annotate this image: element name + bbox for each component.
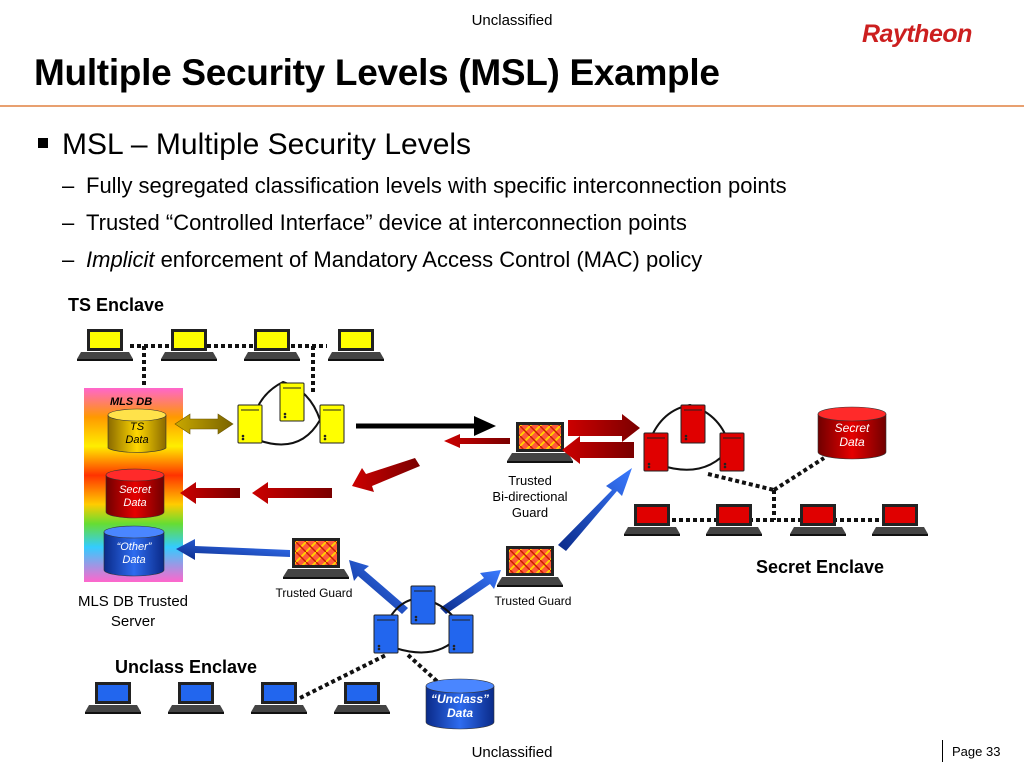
other-data-label: “Other” <box>117 541 153 553</box>
sub-bullet-2-text: Trusted “Controlled Interface” device at… <box>86 210 687 235</box>
secret-laptop <box>790 504 846 536</box>
secret-to-guard-arrow <box>562 436 634 464</box>
secret-data-label: Secret <box>119 484 152 496</box>
trusted-guard-left-label: Trusted Guard <box>276 586 353 600</box>
unclass-enclave-label: Unclass Enclave <box>115 657 257 677</box>
unclass-server-icon <box>373 614 399 654</box>
secret-enclave-data-label: Data <box>839 435 865 449</box>
ts-data-label: Data <box>125 434 148 446</box>
unclass-data-cylinder: “Unclass” Data <box>425 678 495 730</box>
ts-server-icon <box>319 404 345 444</box>
secret-data-cylinder: Secret Data <box>105 468 165 519</box>
unclass-data-label: Data <box>447 706 473 720</box>
unclass-network-links <box>299 653 442 700</box>
dash-bullet-icon: – <box>62 173 75 198</box>
guard-bi-label: Guard <box>512 505 548 520</box>
trusted-bidirectional-guard-laptop <box>507 422 573 463</box>
ts-laptop <box>244 329 300 361</box>
secret-inbound-arrow <box>252 482 332 504</box>
trusted-guard-right-label: Trusted Guard <box>495 594 572 608</box>
msl-diagram: MLS DB TS Data Secret Data “Other” Data … <box>68 295 928 730</box>
sub-bullet-1: –Fully segregated classification levels … <box>62 173 787 199</box>
ts-db-double-arrow <box>174 413 234 435</box>
unclass-laptop <box>85 682 141 714</box>
ts-data-cylinder: TS Data <box>107 408 167 453</box>
unclass-laptop <box>168 682 224 714</box>
classification-banner-top: Unclassified <box>471 12 553 29</box>
sub-bullet-3: –Implicit enforcement of Mandatory Acces… <box>62 247 702 273</box>
other-data-label: Data <box>122 554 145 566</box>
guard-to-secret-db-arrow <box>444 434 510 448</box>
ts-data-label: TS <box>130 421 145 433</box>
guard-to-db-arrow <box>352 458 420 492</box>
bullet-main: MSL – Multiple Security Levels <box>38 128 471 162</box>
secret-enclave-label: Secret Enclave <box>756 557 884 577</box>
ts-server-icon <box>237 404 263 444</box>
secret-to-db-arrow <box>180 482 240 504</box>
unclass-to-db-arrow <box>176 539 290 560</box>
dash-bullet-icon: – <box>62 210 75 235</box>
unclass-data-label: “Unclass” <box>431 692 489 706</box>
secret-laptop <box>872 504 928 536</box>
secret-enclave-data-cylinder: Secret Data <box>817 406 887 460</box>
secret-server-icon <box>680 404 706 444</box>
sub-bullet-1-text: Fully segregated classification levels w… <box>86 173 787 198</box>
secret-data-label: Data <box>123 497 146 509</box>
ts-laptop <box>328 329 384 361</box>
guard-bi-label: Bi-directional <box>492 489 567 504</box>
mls-db-label: MLS DB <box>110 396 152 408</box>
bullet-main-text: MSL – Multiple Security Levels <box>62 128 472 161</box>
raytheon-logo: Raytheon <box>862 20 972 48</box>
secret-enclave-data-label: Secret <box>835 421 870 435</box>
unclass-server-icon <box>448 614 474 654</box>
unclass-to-guard-right-arrow <box>440 570 501 614</box>
guard-bi-label: Trusted <box>508 473 552 488</box>
mls-server-label: MLS DB Trusted <box>78 593 188 610</box>
square-bullet-icon <box>38 138 48 149</box>
mls-server-label: Server <box>111 613 155 630</box>
secret-laptop <box>624 504 680 536</box>
guard-to-secret-arrow <box>568 414 640 442</box>
secret-server-icon <box>719 432 745 472</box>
secret-server-icon <box>643 432 669 472</box>
sub-bullet-3-emphasis: Implicit <box>86 247 155 272</box>
unclass-laptop <box>251 682 307 714</box>
ts-laptop <box>77 329 133 361</box>
ts-laptop <box>161 329 217 361</box>
secret-server-ring <box>643 403 745 472</box>
ts-enclave-label: TS Enclave <box>68 295 164 315</box>
trusted-guard-laptop-right <box>497 546 563 587</box>
trusted-guard-laptop-left <box>283 538 349 579</box>
secret-laptop <box>706 504 762 536</box>
slide-title: Multiple Security Levels (MSL) Example <box>34 52 720 93</box>
sub-bullet-2: –Trusted “Controlled Interface” device a… <box>62 210 687 236</box>
secret-network-links <box>665 456 880 522</box>
page-separator <box>942 740 943 762</box>
ts-server-ring <box>237 380 345 446</box>
ts-server-icon <box>279 382 305 422</box>
dash-bullet-icon: – <box>62 247 75 272</box>
sub-bullet-3-text: enforcement of Mandatory Access Control … <box>154 247 703 272</box>
unclass-laptop <box>334 682 390 714</box>
other-data-cylinder: “Other” Data <box>103 525 165 577</box>
classification-banner-bottom: Unclassified <box>471 744 553 761</box>
ts-to-guard-arrow <box>356 416 496 436</box>
unclass-server-icon <box>410 585 436 625</box>
unclass-to-bidirectional-guard-arrow <box>558 468 632 551</box>
title-divider <box>0 105 1024 107</box>
page-number: Page 33 <box>952 744 1001 759</box>
unclass-server-ring <box>373 585 474 654</box>
unclass-to-guard-left-arrow <box>349 560 408 614</box>
